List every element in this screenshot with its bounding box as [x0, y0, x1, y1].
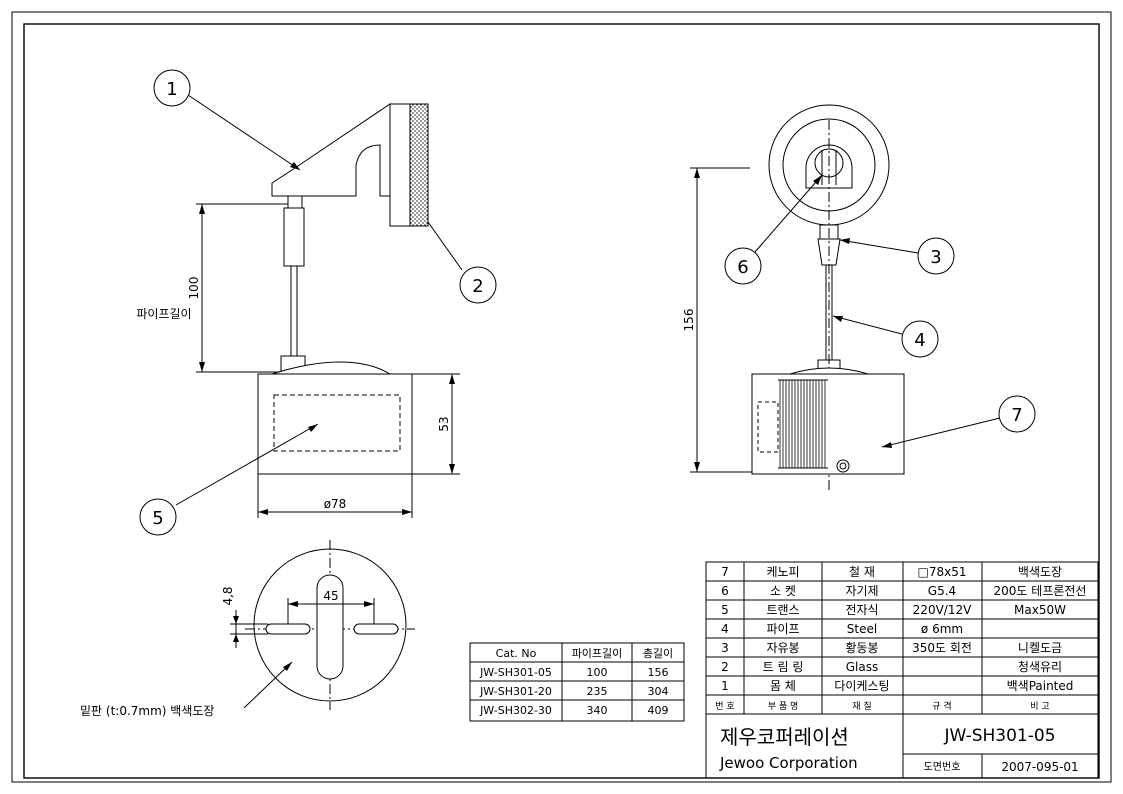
canopy-front	[751, 373, 905, 475]
pivot-rod	[283, 207, 305, 267]
parts-table-cell: 철 재	[849, 565, 875, 579]
cat-table-header: 파이프길이	[572, 647, 623, 660]
dim-78: ø78	[324, 497, 347, 511]
parts-table-cell: 케노피	[766, 565, 799, 579]
parts-table-header: 비 고	[1030, 701, 1049, 712]
parts-table-cell: 220V/12V	[913, 603, 972, 617]
fin-hatching	[779, 380, 826, 468]
label-3: 3	[930, 247, 941, 268]
parts-table-cell: 200도 테프론전선	[994, 584, 1087, 598]
parts-table-cell: Max50W	[1014, 603, 1066, 617]
parts-table-cell: Glass	[846, 660, 879, 674]
label-6: 6	[737, 257, 748, 278]
glass-ring	[409, 103, 429, 227]
drawing-number-label: 도면번호	[924, 761, 961, 773]
label-circle-3	[917, 237, 955, 275]
parts-table-cell: 백색도장	[1018, 565, 1062, 579]
cat-table	[469, 642, 685, 722]
parts-table-cell: 전자식	[845, 603, 878, 617]
parts-table-cell: ø 6mm	[921, 622, 963, 636]
label-circle-6	[724, 247, 762, 285]
cat-table-header: Cat. No	[496, 647, 537, 660]
parts-table-cell: 트랜스	[766, 603, 799, 617]
company-name-en: Jewoo Corporation	[719, 754, 858, 772]
parts-table-cell: 백색Painted	[1007, 679, 1074, 693]
parts-table-cell: 4	[721, 622, 729, 636]
parts-table-cell: 파이프	[766, 622, 799, 636]
trim-ring	[389, 103, 411, 227]
parts-table-cell: 다이케스팅	[834, 679, 889, 693]
cat-table-cell: JW-SH301-20	[479, 685, 552, 698]
cat-table-cell: 156	[648, 666, 669, 679]
label-1: 1	[166, 79, 177, 100]
model-number: JW-SH301-05	[943, 726, 1055, 746]
label-circle-2	[459, 266, 497, 304]
parts-table-cell: 몸 체	[770, 679, 796, 693]
parts-table-header: 재 질	[852, 700, 871, 712]
dim-45: 45	[323, 589, 338, 603]
parts-table-header: 규 격	[932, 700, 951, 712]
parts-table-cell: 니켈도금	[1018, 641, 1062, 655]
parts-table-cell: 1	[721, 679, 729, 693]
front-view	[690, 104, 1001, 490]
parts-table-cell: 소 켓	[770, 584, 796, 598]
parts-table-cell: 트 림 링	[763, 660, 804, 674]
label-5: 5	[152, 508, 163, 529]
dim-4-8: 4,8	[221, 586, 235, 605]
label-2: 2	[472, 276, 483, 297]
parts-table-cell: 2	[721, 660, 729, 674]
parts-table-cell: 6	[721, 584, 729, 598]
parts-table-cell: 350도 회전	[912, 641, 972, 655]
parts-table-cell: 황동봉	[845, 641, 878, 655]
label-circle-4	[901, 320, 939, 358]
cat-table-cell: JW-SH301-05	[479, 666, 552, 679]
parts-table-cell: □78x51	[918, 565, 967, 579]
cat-table-header: 총길이	[643, 647, 673, 660]
bottom-plate-note: 밑판 (t:0.7mm) 백색도장	[80, 704, 214, 718]
dim-100: 100	[187, 277, 201, 300]
company-name-kr: 제우코퍼레이션	[720, 725, 849, 749]
parts-table-cell: 7	[721, 565, 729, 579]
parts-table-header: 부 품 명	[768, 701, 799, 712]
parts-table-cell: G5.4	[928, 584, 956, 598]
cat-table-cell: 100	[587, 666, 608, 679]
label-circle-1	[153, 69, 191, 107]
parts-table-cell: 자기제	[845, 584, 878, 598]
drawing-number: 2007-095-01	[1001, 760, 1078, 774]
parts-table-cell: 5	[721, 603, 729, 617]
label-7: 7	[1011, 405, 1022, 426]
pipe-length-label: 파이프길이	[136, 307, 191, 321]
outer-border	[11, 11, 1112, 783]
parts-table-cell: 청색유리	[1018, 660, 1062, 674]
cat-table-cell: 409	[648, 704, 669, 717]
canopy-body	[257, 373, 413, 475]
parts-table-cell: Steel	[847, 622, 877, 636]
cat-table-cell: 235	[587, 685, 608, 698]
label-circle-5	[139, 498, 177, 536]
parts-table-cell: 자유봉	[766, 641, 799, 655]
side-view	[175, 94, 463, 518]
cat-table-cell: 340	[587, 704, 608, 717]
label-4: 4	[914, 330, 925, 351]
cat-table-cell: JW-SH302-30	[479, 704, 552, 717]
parts-table-header: 번 호	[715, 701, 734, 712]
inner-border	[23, 23, 1100, 779]
label-circle-7	[998, 395, 1036, 433]
transformer-hidden	[273, 394, 401, 452]
cat-table-cell: 304	[648, 685, 669, 698]
title-block	[705, 713, 1099, 779]
dim-156: 156	[682, 309, 696, 332]
bottom-view	[230, 540, 415, 710]
dim-53: 53	[437, 416, 451, 431]
lamp-arm	[271, 103, 391, 197]
parts-table-cell: 3	[721, 641, 729, 655]
